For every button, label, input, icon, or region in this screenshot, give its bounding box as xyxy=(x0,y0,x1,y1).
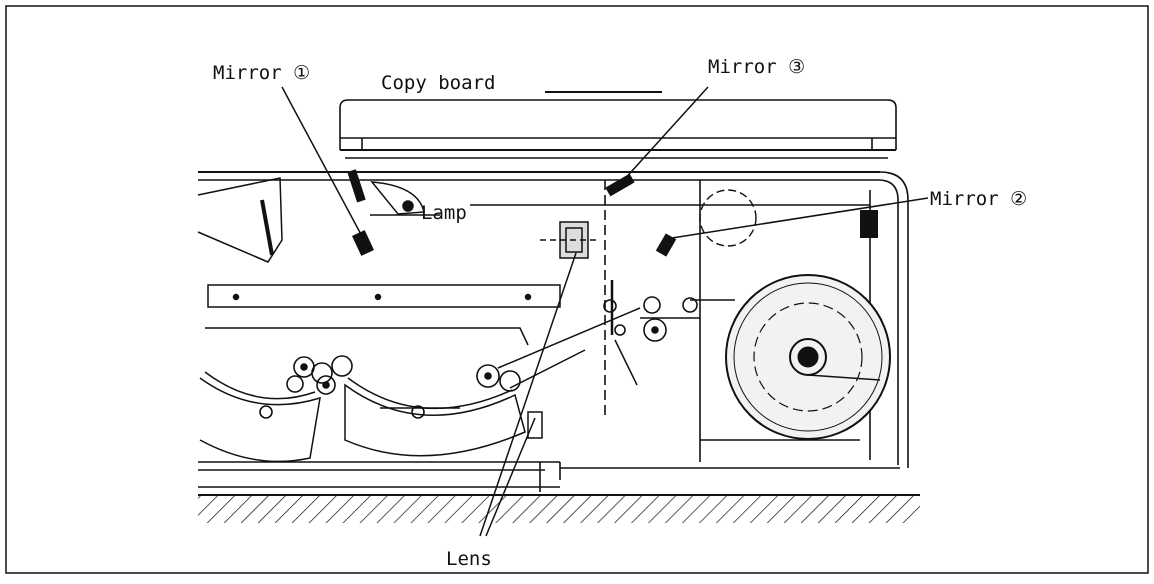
label-mirror-2: Mirror ② xyxy=(930,188,1028,210)
dashed-gear xyxy=(699,189,757,247)
leader-lens-2 xyxy=(485,417,536,537)
feed-guides xyxy=(497,280,700,439)
leader-lens-1 xyxy=(479,252,577,537)
drum-assembly xyxy=(199,284,561,463)
leader-mirror-3 xyxy=(621,86,709,183)
floor xyxy=(198,494,920,523)
mirror-3-part xyxy=(605,173,635,197)
lens-unit xyxy=(540,221,600,259)
label-mirror-3: Mirror ③ xyxy=(708,56,806,78)
mirror-2-part xyxy=(655,210,878,257)
lamp-assembly xyxy=(197,177,440,263)
frame-border xyxy=(5,5,1149,574)
leader-lines xyxy=(281,86,929,537)
leader-mirror-2 xyxy=(671,197,929,239)
label-copy-board: Copy board xyxy=(381,72,496,94)
label-lens: Lens xyxy=(446,548,492,570)
leader-mirror-1 xyxy=(281,86,365,241)
label-lamp: Lamp xyxy=(421,202,467,224)
label-mirror-1: Mirror ① xyxy=(213,62,311,84)
paper-roll xyxy=(690,274,891,441)
copy-board xyxy=(339,91,897,159)
rollers xyxy=(259,296,698,419)
mirror-1-part xyxy=(347,169,374,256)
